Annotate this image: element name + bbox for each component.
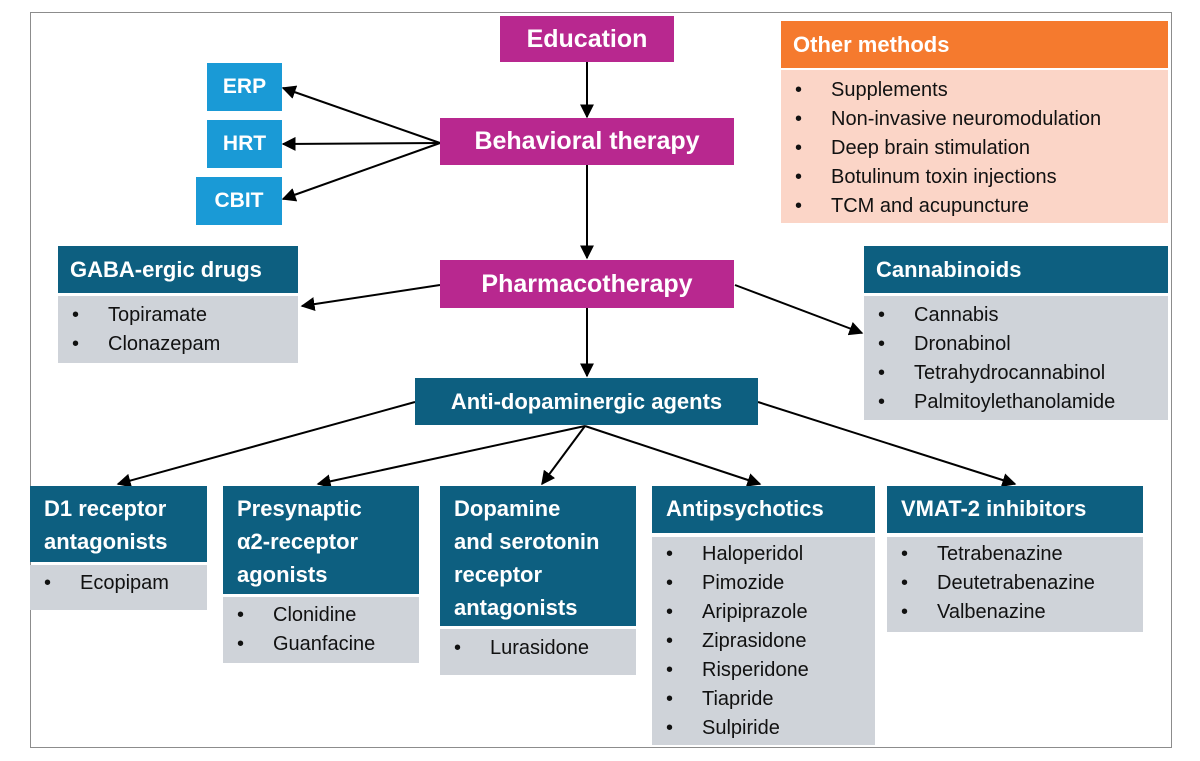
list-item: Risperidone [652,656,875,685]
cannabinoids-title: Cannabinoids [876,257,1022,282]
antipsychotics-header: Antipsychotics [652,486,875,533]
gaba-title: GABA-ergic drugs [70,257,262,282]
behavioral-therapy-label: Behavioral therapy [474,127,700,155]
antipsychotics-title: Antipsychotics [666,496,824,521]
diagram-frame [30,12,1172,748]
cannabinoids-header: Cannabinoids [864,246,1168,293]
vmat2-list: Tetrabenazine Deutetrabenazine Valbenazi… [887,537,1143,632]
arrow-anti-dopaminergic-to-d1 [116,401,416,488]
arrow-anti-dopaminergic-to-presynaptic [316,425,586,489]
list-item: Deep brain stimulation [781,134,1168,163]
cbit-label: CBIT [214,189,264,212]
arrow-pharmacotherapy-to-cannabinoids [734,284,864,336]
list-item: Cannabis [864,301,1168,330]
presynaptic-title-line: agonists [237,562,328,587]
list-item: Valbenazine [887,598,1143,627]
pharmacotherapy-label: Pharmacotherapy [481,269,693,298]
anti-dopaminergic-box: Anti-dopaminergic agents [415,378,758,425]
list-item: Non-invasive neuromodulation [781,105,1168,134]
list-item: Guanfacine [223,630,419,659]
list-item: Dronabinol [864,330,1168,359]
vmat2-title: VMAT-2 inhibitors [901,496,1087,521]
dopamine-serotonin-title-line: receptor [454,562,543,587]
list-item: Tetrabenazine [887,540,1143,569]
cbit-box: CBIT [196,177,282,225]
list-item: Lurasidone [440,634,636,663]
list-item: Deutetrabenazine [887,569,1143,598]
list-item: Ziprasidone [652,627,875,656]
list-item: Botulinum toxin injections [781,163,1168,192]
hrt-label: HRT [222,132,267,155]
arrow-behavioral-to-cbit [281,142,441,202]
hrt-box: HRT [207,120,282,168]
list-item: TCM and acupuncture [781,192,1168,221]
list-item: Tiapride [652,685,875,714]
antipsychotics-list: Haloperidol Pimozide Aripiprazole Zipras… [652,537,875,745]
behavioral-therapy-box: Behavioral therapy [440,118,734,165]
dopamine-serotonin-title-line: and serotonin [454,529,600,554]
list-item: Haloperidol [652,540,875,569]
list-item: Pimozide [652,569,875,598]
list-item: Clonazepam [58,330,298,359]
gaba-list: Topiramate Clonazepam [58,296,298,363]
list-item: Tetrahydrocannabinol [864,359,1168,388]
d1-list: Ecopipam [30,565,207,610]
d1-title-line: antagonists [44,529,168,554]
list-item: Ecopipam [30,569,207,598]
anti-dopaminergic-label: Anti-dopaminergic agents [450,389,723,414]
presynaptic-title-line: Presynaptic [237,496,362,521]
vmat2-header: VMAT-2 inhibitors [887,486,1143,533]
dopamine-serotonin-header: Dopamine and serotonin receptor antagoni… [440,486,636,626]
dopamine-serotonin-title-line: Dopamine [454,496,561,521]
arrow-pharmacotherapy-to-gaba [300,284,441,312]
arrow-behavioral-to-hrt [281,136,441,151]
presynaptic-list: Clonidine Guanfacine [223,597,419,663]
arrow-anti-dopaminergic-to-antipsychotics [584,425,762,487]
list-item: Supplements [781,76,1168,105]
d1-header: D1 receptor antagonists [30,486,207,562]
dopamine-serotonin-list: Lurasidone [440,629,636,675]
dopamine-serotonin-title-line: antagonists [454,595,578,620]
pharmacotherapy-box: Pharmacotherapy [440,260,734,308]
arrow-behavioral-to-erp [281,85,441,144]
other-methods-header: Other methods [781,21,1168,68]
list-item: Aripiprazole [652,598,875,627]
list-item: Topiramate [58,301,298,330]
list-item: Clonidine [223,601,419,630]
other-methods-title: Other methods [793,31,950,57]
list-item: Palmitoylethanolamide [864,388,1168,417]
arrow-anti-dopaminergic-to-vmat2 [757,401,1017,487]
education-box: Education [500,16,674,62]
gaba-header: GABA-ergic drugs [58,246,298,293]
presynaptic-header: Presynaptic α2-receptor agonists [223,486,419,594]
d1-title-line: D1 receptor [44,496,167,521]
arrow-anti-dopaminergic-to-dopamine-serotonin [541,425,586,486]
erp-label: ERP [222,75,267,98]
cannabinoids-list: Cannabis Dronabinol Tetrahydrocannabinol… [864,296,1168,420]
education-label: Education [526,24,648,53]
other-methods-list: Supplements Non-invasive neuromodulation… [781,70,1168,223]
list-item: Sulpiride [652,714,875,743]
presynaptic-title-line: α2-receptor [237,529,359,554]
erp-box: ERP [207,63,282,111]
